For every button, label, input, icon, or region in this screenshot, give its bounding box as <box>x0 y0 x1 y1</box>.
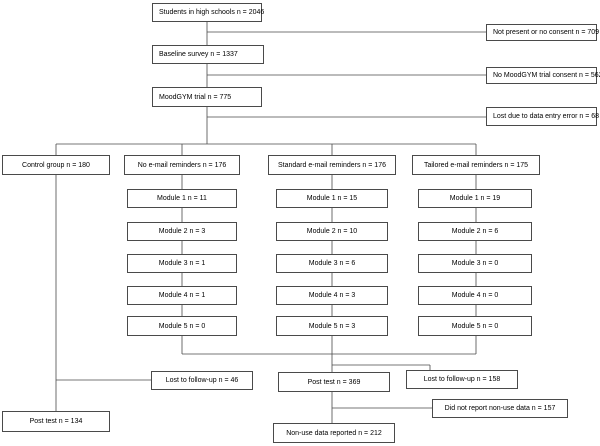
standard-module-3: Module 3 n = 6 <box>276 254 388 273</box>
control-group-box: Control group n = 180 <box>2 155 110 175</box>
excluded-data-error-box: Lost due to data entry error n = 68 <box>486 107 599 126</box>
no-reminders-module-2: Module 2 n = 3 <box>127 222 237 241</box>
tailored-reminders-box: Tailored e-mail reminders n = 175 <box>412 155 540 175</box>
non-use-data-box: Non-use data reported n = 212 <box>273 423 395 443</box>
tailored-module-4: Module 4 n = 0 <box>418 286 532 305</box>
did-not-report-box: Did not report non-use data n = 157 <box>432 399 568 418</box>
standard-module-1: Module 1 n = 15 <box>276 189 388 208</box>
moodgym-trial-box: MoodGYM trial n = 775 <box>152 87 262 107</box>
standard-reminders-box: Standard e-mail reminders n = 176 <box>268 155 396 175</box>
standard-module-5: Module 5 n = 3 <box>276 316 388 336</box>
tailored-module-2: Module 2 n = 6 <box>418 222 532 241</box>
excluded-not-present-box: Not present or no consent n = 709 <box>486 24 599 41</box>
no-reminders-module-1: Module 1 n = 11 <box>127 189 237 208</box>
no-reminders-module-5: Module 5 n = 0 <box>127 316 237 336</box>
control-post-test-box: Post test n = 134 <box>2 411 110 432</box>
students-box: Students in high schools n = 2046 <box>152 3 264 22</box>
excluded-no-consent-box: No MoodGYM trial consent n = 562 <box>486 67 600 84</box>
standard-module-4: Module 4 n = 3 <box>276 286 388 305</box>
lost-follow-up-intervention-box: Lost to follow-up n = 158 <box>406 370 518 389</box>
tailored-module-5: Module 5 n = 0 <box>418 316 532 336</box>
no-reminders-box: No e-mail reminders n = 176 <box>124 155 240 175</box>
tailored-module-1: Module 1 n = 19 <box>418 189 532 208</box>
lost-follow-up-control-box: Lost to follow-up n = 46 <box>151 371 253 390</box>
no-reminders-module-4: Module 4 n = 1 <box>127 286 237 305</box>
baseline-survey-box: Baseline survey n = 1337 <box>152 45 264 64</box>
tailored-module-3: Module 3 n = 0 <box>418 254 532 273</box>
no-reminders-module-3: Module 3 n = 1 <box>127 254 237 273</box>
post-test-intervention-box: Post test n = 369 <box>278 372 390 392</box>
standard-module-2: Module 2 n = 10 <box>276 222 388 241</box>
